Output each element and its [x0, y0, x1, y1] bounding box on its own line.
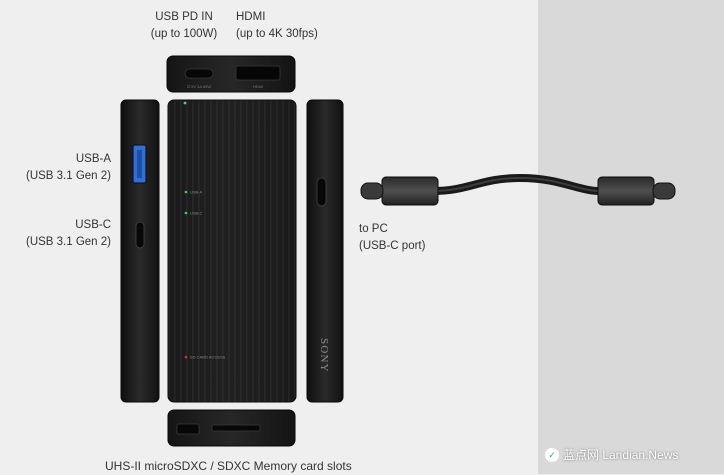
usb-c-port-host	[316, 177, 327, 207]
label-usb-pd-in: USB PD IN (up to 100W)	[150, 9, 218, 43]
bottom-end-view	[167, 409, 296, 447]
usb-c-cable	[360, 173, 676, 206]
label-hdmi-line1: HDMI	[236, 11, 266, 23]
cable-tip-right	[652, 182, 676, 200]
card-access-led	[184, 355, 188, 359]
sony-logo: SONY	[318, 338, 330, 373]
indicator-usb-a: USB-A	[190, 190, 203, 195]
label-to-pc-line1: to PC	[359, 223, 388, 235]
cable-plug-right	[597, 176, 655, 206]
label-usb-a-line1: USB-A	[75, 153, 111, 165]
power-led	[183, 101, 187, 105]
label-to-pc-line2: (USB-C port)	[359, 240, 426, 252]
label-usb-c-line2: (USB 3.1 Gen 2)	[25, 236, 111, 248]
left-side-view	[120, 99, 160, 403]
label-hdmi: HDMI (up to 4K 30fps)	[236, 9, 318, 43]
indicator-usb-c: USB-C	[190, 211, 203, 216]
microsd-slot	[176, 423, 200, 435]
label-hdmi-line2: (up to 4K 30fps)	[236, 28, 318, 40]
label-usb-a: USB-A (USB 3.1 Gen 2)	[16, 151, 111, 185]
label-usb-c: USB-C (USB 3.1 Gen 2)	[16, 217, 111, 251]
pd-port-marking: ⏻ 5V 3A 65W	[187, 84, 212, 89]
cable-plug-left	[381, 176, 439, 206]
watermark-text: 蓝点网 Landian.News	[563, 448, 679, 462]
label-card-slots: UHS-II microSDXC / SDXC Memory card slot…	[105, 459, 352, 473]
label-to-pc: to PC (USB-C port)	[359, 221, 425, 255]
front-view: USB-A USB-C SD CARD ACCESS	[167, 99, 297, 403]
watermark: ✓ 蓝点网 Landian.News	[545, 446, 678, 463]
indicator-card: SD CARD ACCESS	[190, 355, 226, 360]
label-usb-a-line2: (USB 3.1 Gen 2)	[25, 170, 111, 182]
background-panel	[538, 0, 724, 474]
usb-a-led	[184, 190, 188, 194]
label-usb-pd-in-line2: (up to 100W)	[150, 28, 218, 40]
usb-c-port-left	[135, 221, 145, 249]
top-end-view: ⏻ 5V 3A 65W HDMI	[166, 55, 296, 93]
cable-tip-left	[360, 182, 384, 200]
hdmi-marking: HDMI	[253, 84, 263, 89]
watermark-logo-icon: ✓	[545, 447, 559, 462]
right-side-view: SONY	[306, 99, 344, 403]
usb-pd-port	[184, 68, 214, 79]
hdmi-port	[235, 65, 281, 81]
label-usb-pd-in-line1: USB PD IN	[155, 11, 213, 23]
sd-slot	[211, 424, 261, 432]
usb-c-led	[184, 211, 188, 215]
label-usb-c-line1: USB-C	[75, 219, 111, 231]
